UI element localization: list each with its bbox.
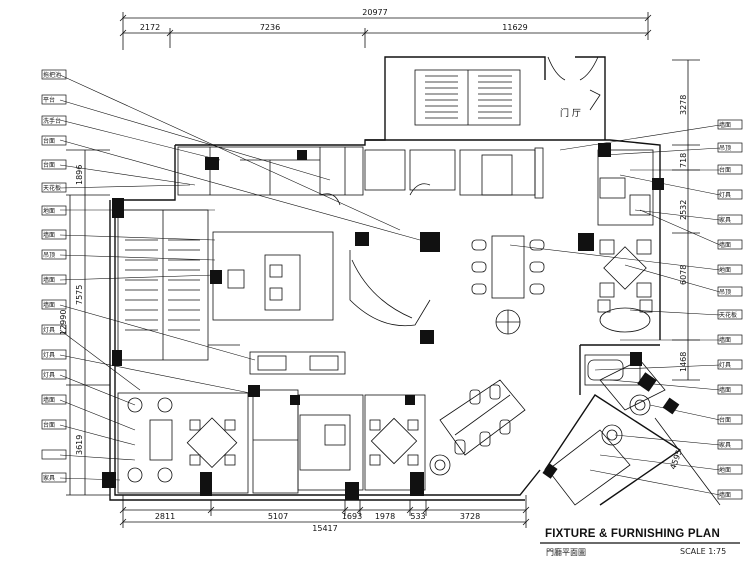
svg-text:灯具: 灯具 [719, 191, 731, 199]
svg-text:家具: 家具 [719, 216, 731, 224]
right-callout-labels: 墙面 吊顶 台面 灯具 家具 墙面 地面 吊顶 天花板 墙面 灯具 墙面 台面 … [719, 121, 737, 499]
dim-left-4: 3619 [75, 435, 84, 455]
svg-text:墙面: 墙面 [719, 386, 731, 394]
svg-text:吊顶: 吊顶 [719, 289, 731, 296]
dim-right-4: 6078 [679, 265, 688, 285]
svg-text:平台: 平台 [43, 96, 55, 104]
dim-top-overall: 20977 [362, 8, 387, 17]
top-dimension [119, 12, 652, 50]
left-callout-leaders [59, 74, 421, 481]
svg-text:家具: 家具 [719, 441, 731, 449]
stair-top [414, 56, 601, 126]
dim-bottom-2: 5107 [268, 512, 288, 521]
dim-bottom-1: 2811 [155, 512, 175, 521]
dim-top-1: 2172 [140, 23, 160, 32]
right-lounge [584, 239, 653, 386]
structural-columns [102, 143, 680, 500]
drawing-subtitle: 門廳平面圖 [546, 548, 586, 557]
right-callout-leaders [509, 124, 721, 496]
bottom-left-room [117, 392, 249, 494]
svg-text:灯具: 灯具 [43, 326, 55, 334]
dim-right-6: 4595 [668, 448, 683, 470]
dim-left-3: 12990 [59, 310, 68, 335]
bottom-dimension [119, 495, 530, 528]
svg-text:台面: 台面 [719, 416, 731, 424]
right-callout-boxes [717, 119, 743, 500]
angled-desks [439, 359, 666, 506]
svg-text:墙面: 墙面 [43, 276, 55, 284]
dim-bottom-6: 3728 [460, 512, 480, 521]
dim-left-2: 7575 [75, 285, 84, 305]
dim-top-2: 7236 [260, 23, 280, 32]
svg-text:灯具: 灯具 [43, 351, 55, 359]
dim-bottom-5: 533 [410, 512, 425, 521]
svg-text:墙面: 墙面 [719, 336, 731, 344]
svg-text:地面: 地面 [719, 266, 731, 274]
svg-text:墙面: 墙面 [719, 121, 731, 129]
svg-text:台面: 台面 [43, 137, 55, 145]
dim-right-1: 3278 [679, 95, 688, 115]
long-table [471, 235, 545, 335]
right-dimension [654, 59, 721, 506]
svg-text:天花板: 天花板 [43, 184, 61, 192]
dim-right-3: 2532 [679, 200, 688, 220]
scale-label: SCALE 1:75 [680, 547, 727, 556]
svg-text:墙面: 墙面 [43, 301, 55, 309]
svg-text:吊顶: 吊顶 [719, 145, 731, 152]
dim-right-2: 718 [679, 153, 688, 168]
dim-bottom-4: 1978 [375, 512, 395, 521]
svg-text:天花板: 天花板 [719, 311, 737, 319]
left-callout-boxes [41, 69, 67, 483]
svg-text:台面: 台面 [43, 161, 55, 169]
svg-text:墙面: 墙面 [719, 491, 731, 499]
svg-text:墙面: 墙面 [43, 231, 55, 239]
svg-text:拖把池: 拖把池 [43, 71, 61, 79]
svg-text:地面: 地面 [719, 466, 731, 474]
svg-text:台面: 台面 [719, 166, 731, 174]
svg-text:墙面: 墙面 [43, 396, 55, 404]
dimension-labels: 20977 2172 7236 11629 2811 5107 1693 197… [59, 8, 688, 533]
corridor-frame [249, 351, 346, 375]
svg-text:灯具: 灯具 [43, 371, 55, 379]
room-label-lobby: 门 厅 [560, 107, 581, 119]
svg-text:家具: 家具 [43, 474, 55, 482]
svg-text:地面: 地面 [43, 207, 55, 215]
svg-text:灯具: 灯具 [719, 361, 731, 369]
dim-top-3: 11629 [502, 23, 527, 32]
left-dimension [66, 149, 110, 496]
svg-text:吊顶: 吊顶 [43, 252, 55, 259]
svg-text:台面: 台面 [43, 421, 55, 429]
drawing-title: FIXTURE & FURNISHING PLAN [545, 528, 720, 540]
dim-bottom-overall: 15417 [312, 524, 337, 533]
top-rooms [177, 146, 654, 226]
dim-bottom-3: 1693 [342, 512, 362, 521]
outer-walls [109, 56, 682, 506]
bottom-middle-rooms [252, 389, 426, 494]
svg-text:墙面: 墙面 [719, 241, 731, 249]
dim-right-5: 1468 [679, 352, 688, 372]
svg-text:洗手台: 洗手台 [43, 117, 61, 125]
dim-left-1: 1896 [75, 165, 84, 185]
left-callout-labels: 拖把池 平台 洗手台 台面 台面 天花板 地面 墙面 吊顶 墙面 墙面 灯具 灯… [43, 71, 61, 482]
stair-left [117, 209, 240, 361]
meeting-room [212, 231, 431, 327]
